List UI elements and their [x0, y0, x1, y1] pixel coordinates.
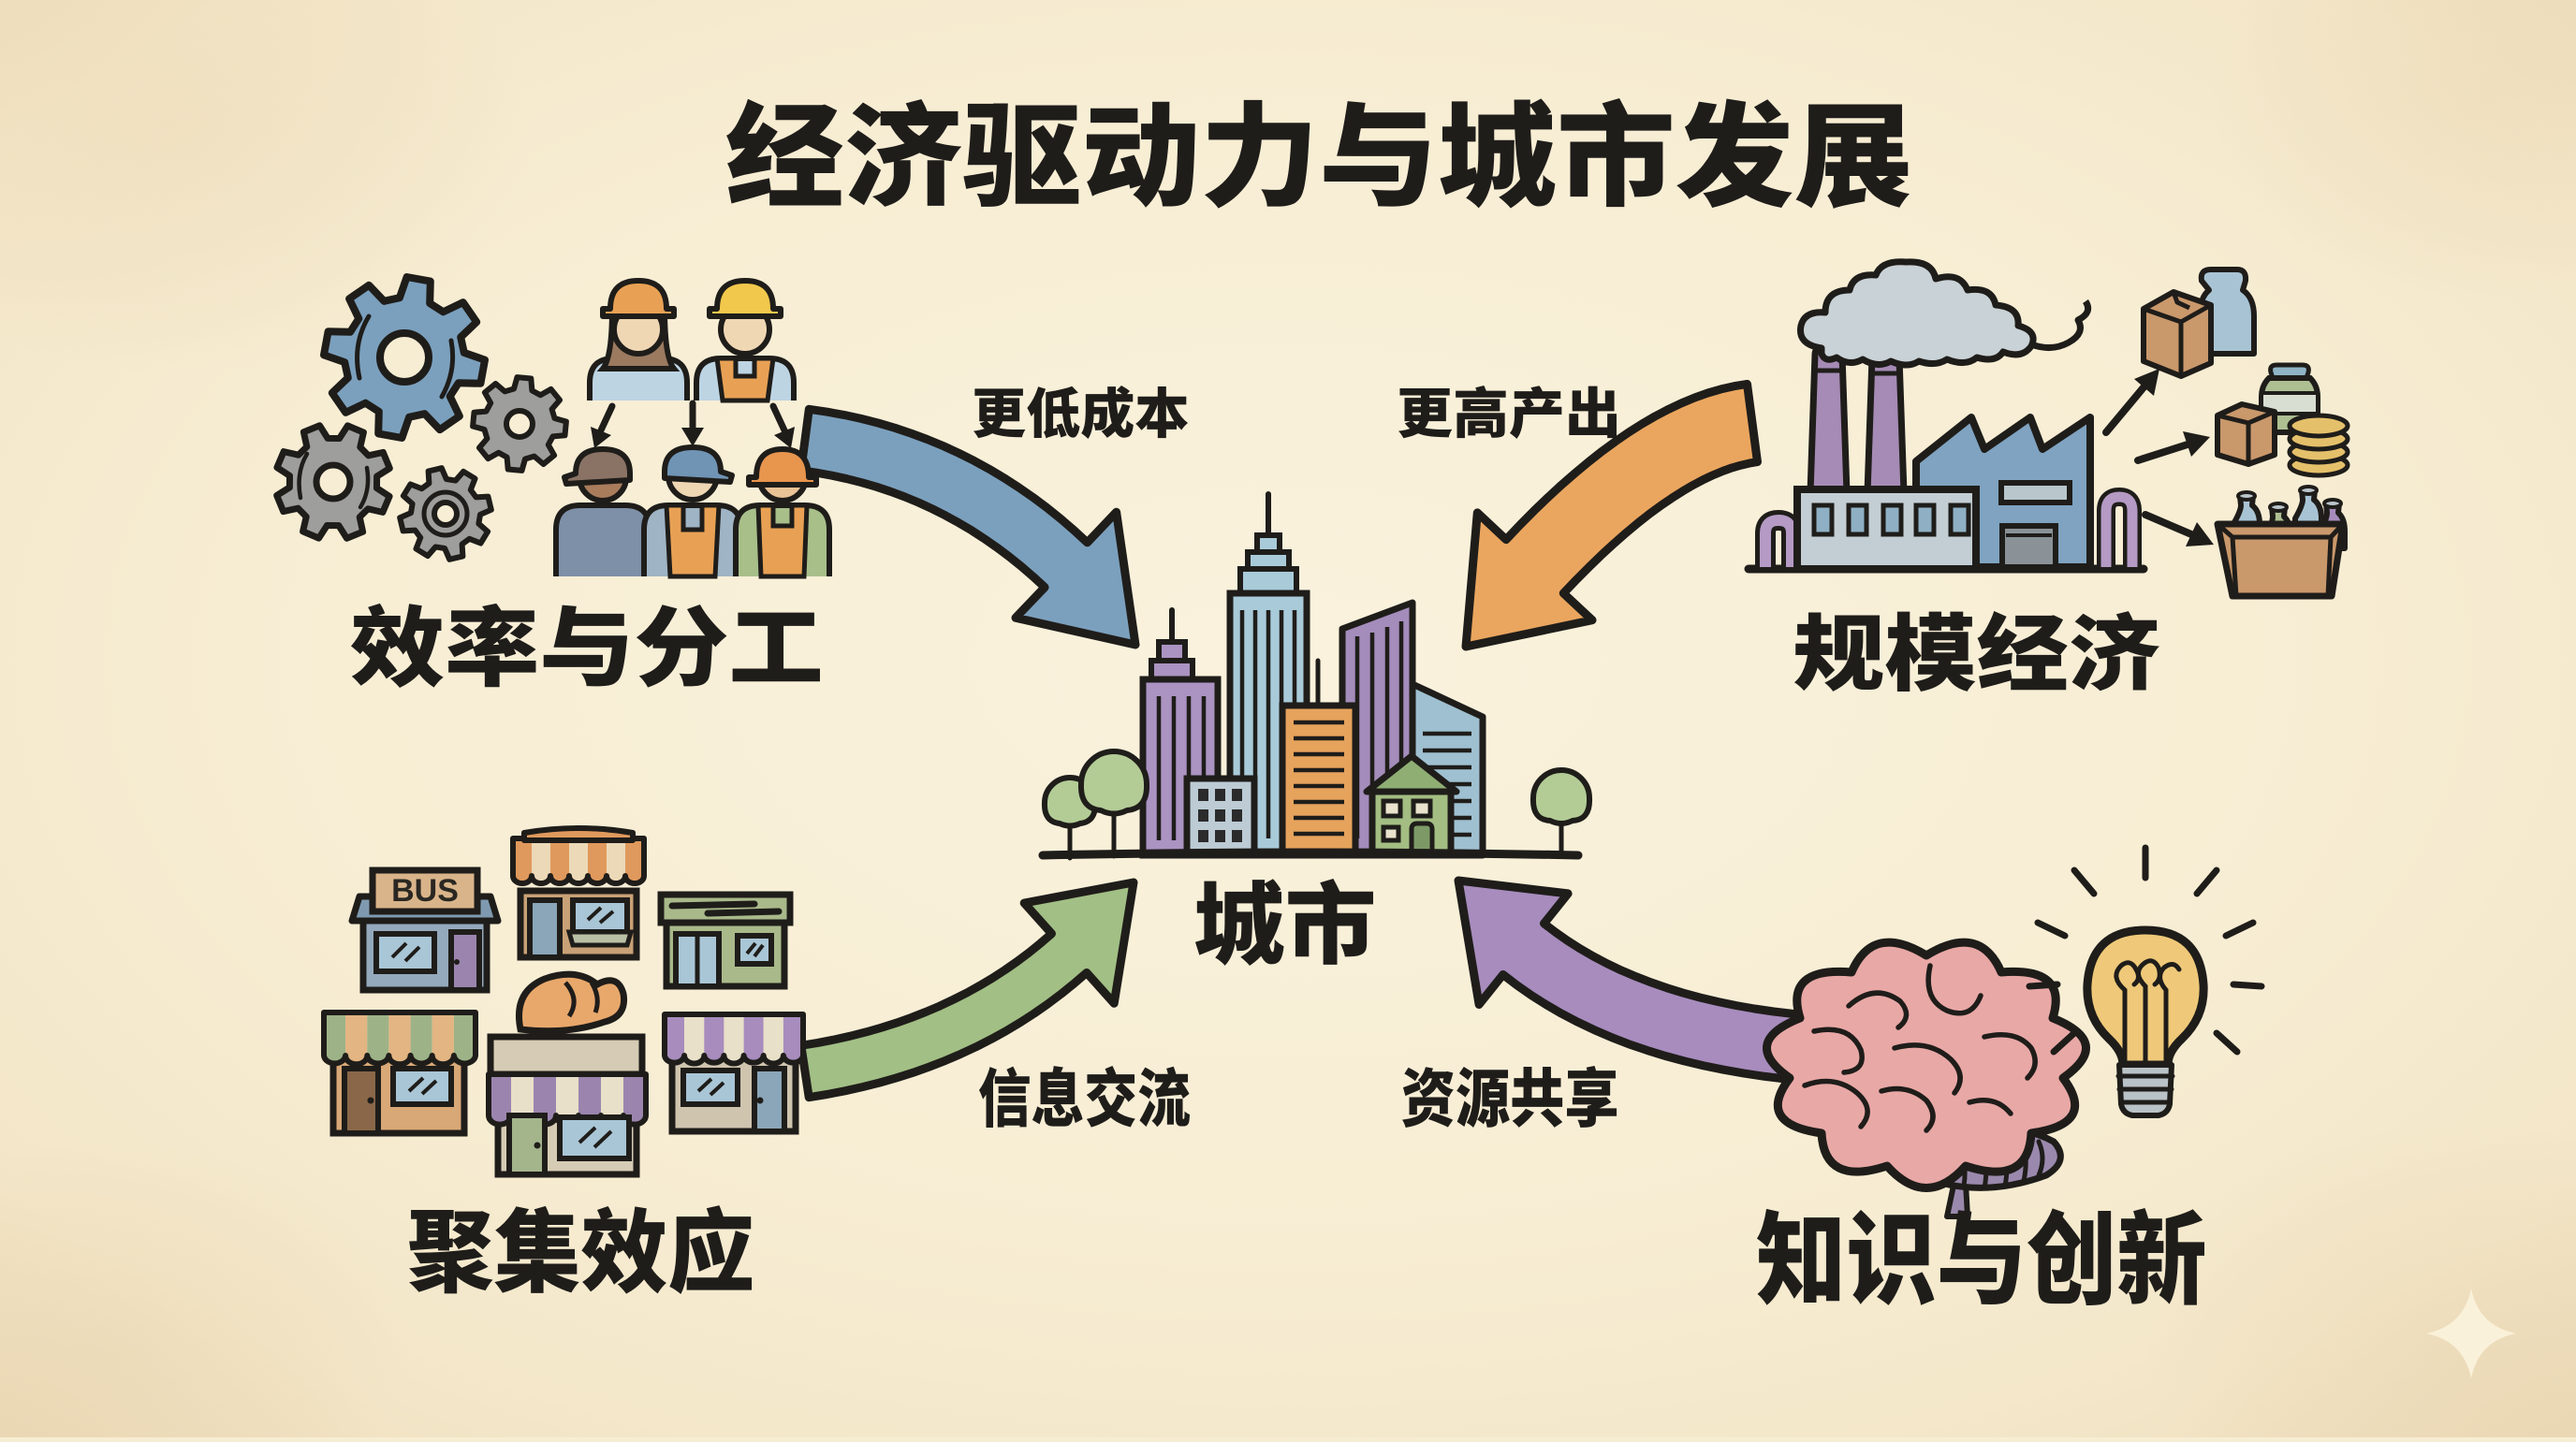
svg-text:BUS: BUS — [391, 873, 459, 909]
